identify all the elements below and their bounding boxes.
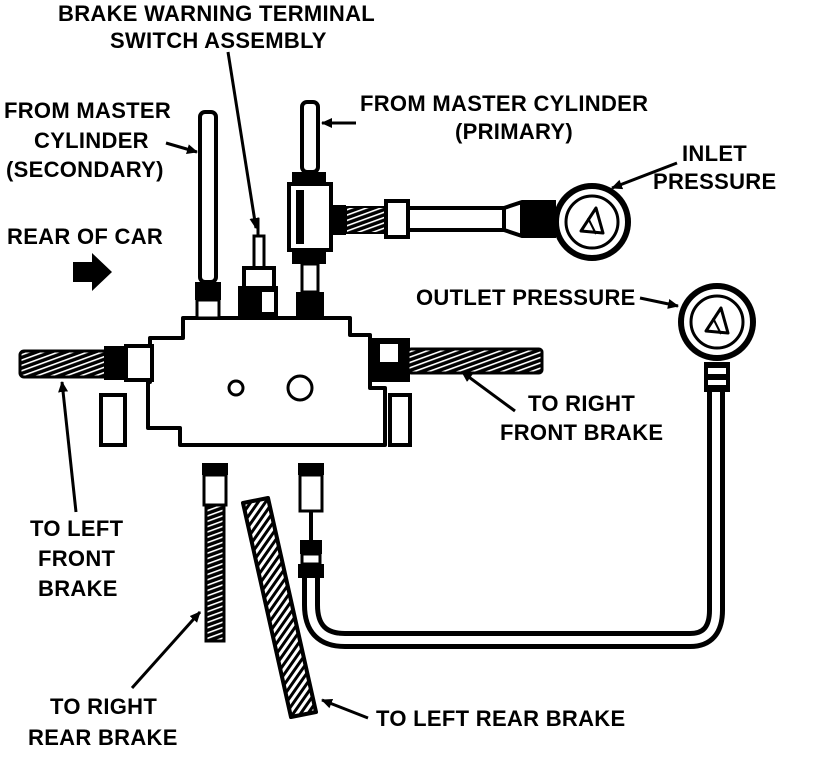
primary-input-line — [287, 100, 333, 318]
outlet-gauge-hose — [302, 362, 730, 649]
label-brake-warning-line1: BRAKE WARNING TERMINAL — [58, 1, 375, 26]
valve-body — [146, 316, 387, 447]
label-left-front-line3: BRAKE — [38, 576, 118, 601]
right-front-brake-line — [372, 338, 544, 382]
leader-arrows — [58, 51, 679, 720]
inlet-gauge-connection — [330, 199, 556, 239]
label-from-master-primary-line2: (PRIMARY) — [455, 119, 573, 144]
label-from-master-secondary-line3: (SECONDARY) — [6, 157, 164, 182]
arrow-left-front — [58, 381, 78, 513]
rear-of-car-arrow — [73, 253, 112, 291]
outlet-gauge-line-fittings — [298, 463, 324, 578]
valve-port-small — [227, 379, 245, 397]
left-front-brake-line — [18, 344, 154, 382]
label-from-master-secondary-line1: FROM MASTER — [4, 98, 171, 123]
left-rear-brake-hose — [241, 496, 318, 719]
label-inlet-pressure-line2: PRESSURE — [653, 169, 776, 194]
left-side-fitting — [99, 393, 127, 447]
outlet-pressure-gauge — [678, 283, 756, 361]
label-from-master-primary-line1: FROM MASTER CYLINDER — [360, 91, 648, 116]
secondary-input-line — [195, 110, 221, 320]
right-side-fitting — [388, 393, 412, 447]
label-right-front-line1: TO RIGHT — [528, 391, 635, 416]
label-left-front-line1: TO LEFT — [30, 516, 124, 541]
label-right-front-line2: FRONT BRAKE — [500, 420, 663, 445]
arrow-right-front — [461, 370, 516, 413]
brake-warning-switch — [238, 218, 278, 318]
right-rear-brake-line — [202, 463, 228, 643]
arrow-switch-assembly — [226, 51, 260, 229]
arrow-right-rear — [130, 610, 202, 690]
arrow-left-rear — [321, 698, 369, 720]
arrow-outlet — [639, 296, 679, 309]
label-rear-of-car: REAR OF CAR — [7, 224, 163, 249]
arrow-secondary — [165, 141, 198, 155]
label-right-rear-line2: REAR BRAKE — [28, 725, 178, 750]
label-from-master-secondary-line2: CYLINDER — [34, 128, 149, 153]
label-left-front-line2: FRONT — [38, 546, 116, 571]
label-outlet-pressure: OUTLET PRESSURE — [416, 285, 636, 310]
arrow-inlet — [611, 161, 678, 190]
label-right-rear-line1: TO RIGHT — [50, 694, 157, 719]
valve-port-large — [286, 374, 314, 402]
label-left-rear: TO LEFT REAR BRAKE — [376, 706, 625, 731]
label-inlet-pressure-line1: INLET — [682, 141, 747, 166]
label-brake-warning-line2: SWITCH ASSEMBLY — [110, 28, 327, 53]
inlet-pressure-gauge — [553, 183, 631, 261]
